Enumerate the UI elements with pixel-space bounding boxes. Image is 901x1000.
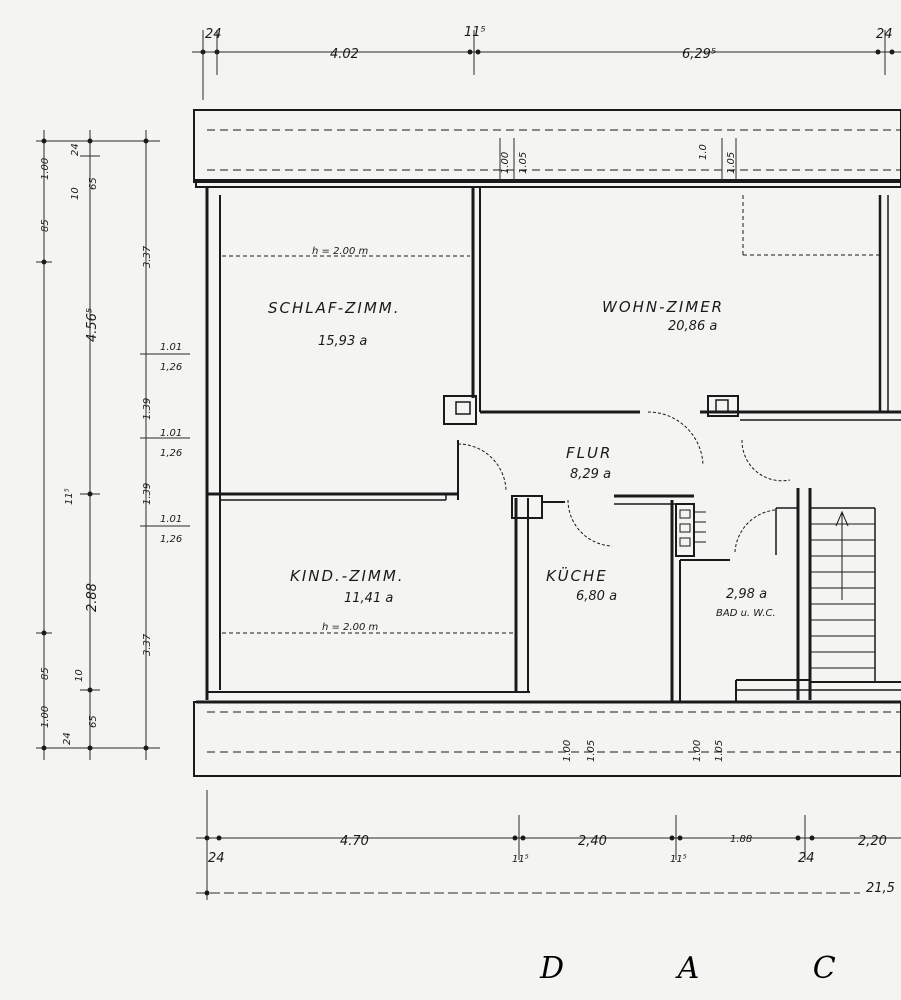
dim-bottom-bad: 1.88 — [730, 834, 752, 845]
dim-bottom-24b: 24 — [798, 851, 815, 866]
window-dims-bottom: 1.00 1.05 1.00 1.05 — [562, 740, 725, 762]
room-bad-name: BAD u. W.C. — [716, 608, 776, 619]
dim-left-115: 11⁵ — [64, 488, 75, 505]
room-schlaf-name: SCHLAF-ZIMM. — [268, 299, 400, 317]
dim-window-top-b: 1.05 — [518, 152, 529, 174]
dim-inner-126-c: 1,26 — [160, 534, 182, 545]
dim-inner-139-a: 1.39 — [142, 398, 153, 420]
dim-left-65-top: 65 — [88, 177, 99, 190]
window-dims-top: 1.00 1.05 1.0 1.05 — [499, 138, 737, 180]
dim-top-schlaf: 4.02 — [330, 47, 359, 62]
dim-left-85-top: 85 — [40, 219, 51, 232]
room-bad-area: 2,98 a — [726, 587, 767, 602]
dim-inner-126-a: 1,26 — [160, 362, 182, 373]
drawing-title: D A C H G — [539, 951, 901, 986]
dim-inner-337-bottom: 3.37 — [142, 633, 153, 656]
dim-bottom-stair: 2,20 — [858, 834, 887, 849]
room-flur-area: 8,29 a — [570, 467, 611, 482]
dim-window-bottom-b: 1.05 — [586, 740, 597, 762]
dim-inner-337-top: 3.37 — [142, 245, 153, 268]
dim-window-bottom-d: 1.05 — [714, 740, 725, 762]
room-kueche-area: 6,80 a — [576, 589, 617, 604]
dim-top-24a: 24 — [205, 27, 222, 42]
dim-inner-139-b: 1.39 — [142, 483, 153, 505]
dim-left-288: 2.88 — [85, 583, 100, 612]
dim-left-24-bottom: 24 — [62, 732, 73, 745]
dim-left-24-top: 24 — [70, 143, 81, 156]
dim-inner-101-c: 1.01 — [160, 514, 182, 525]
dim-left-100-bottom: 1.00 — [40, 706, 51, 728]
dim-window-bottom-c: 1.00 — [692, 740, 703, 762]
dim-window-top-a: 1.00 — [500, 152, 511, 174]
room-flur-name: FLUR — [566, 444, 612, 462]
dim-bottom-115a: 11⁵ — [512, 854, 529, 865]
dim-bottom-115b: 11⁵ — [670, 854, 687, 865]
dim-top-115: 11⁵ — [464, 25, 486, 40]
door-swings — [222, 195, 880, 634]
dim-window-bottom-a: 1.00 — [562, 740, 573, 762]
dim-left-10-bottom: 10 — [74, 669, 85, 682]
dim-left-100-top: 1.00 — [40, 158, 51, 180]
dim-top-wohn: 6,29⁵ — [682, 47, 716, 62]
dim-left-456: 4.56⁵ — [85, 308, 100, 342]
room-kind-area: 11,41 a — [344, 591, 393, 606]
dim-window-top-d: 1.05 — [726, 152, 737, 174]
ceiling-height-top: h = 2.00 m — [312, 246, 369, 257]
room-wohn-name: WOHN-ZIMER — [602, 298, 724, 316]
dim-bottom-kind: 4.70 — [340, 834, 369, 849]
dim-left-65-bottom: 65 — [88, 715, 99, 728]
room-labels: h = 2.00 m SCHLAF-ZIMM. 15,93 a WOHN-ZIM… — [268, 246, 776, 633]
room-kueche-name: KÜCHE — [546, 566, 608, 585]
ceiling-height-bottom: h = 2.00 m — [322, 622, 379, 633]
roof-strip-top — [193, 109, 901, 183]
dim-left-85-bottom: 85 — [40, 667, 51, 680]
top-dimension-chain: 24 4.02 11⁵ 6,29⁵ 24 — [192, 25, 901, 100]
interior-walls — [207, 187, 901, 702]
room-kind-name: KIND.-ZIMM. — [290, 567, 405, 585]
room-schlaf-area: 15,93 a — [318, 334, 367, 349]
dim-window-top-c: 1.0 — [698, 144, 709, 160]
dim-inner-126-b: 1,26 — [160, 448, 182, 459]
dim-bottom-kueche: 2,40 — [578, 834, 607, 849]
dim-bottom-total: 21,5 — [866, 881, 895, 896]
dim-bottom-24a: 24 — [208, 851, 225, 866]
dim-left-10-top: 10 — [70, 187, 81, 200]
left-dimension-chain: 1.00 24 10 65 85 4.56⁵ 11⁵ 2.88 85 10 1.… — [36, 130, 190, 760]
room-wohn-area: 20,86 a — [668, 319, 717, 334]
dim-inner-101-a: 1.01 — [160, 342, 182, 353]
bottom-dimension-chain: 24 4.70 11⁵ 2,40 11⁵ 1.88 24 2,20 21,5 — [196, 790, 901, 900]
dim-inner-101-b: 1.01 — [160, 428, 182, 439]
exterior-walls — [195, 179, 901, 704]
roof-strip-bottom — [193, 701, 901, 777]
staircase — [810, 507, 876, 682]
dim-top-24b: 24 — [876, 27, 893, 42]
